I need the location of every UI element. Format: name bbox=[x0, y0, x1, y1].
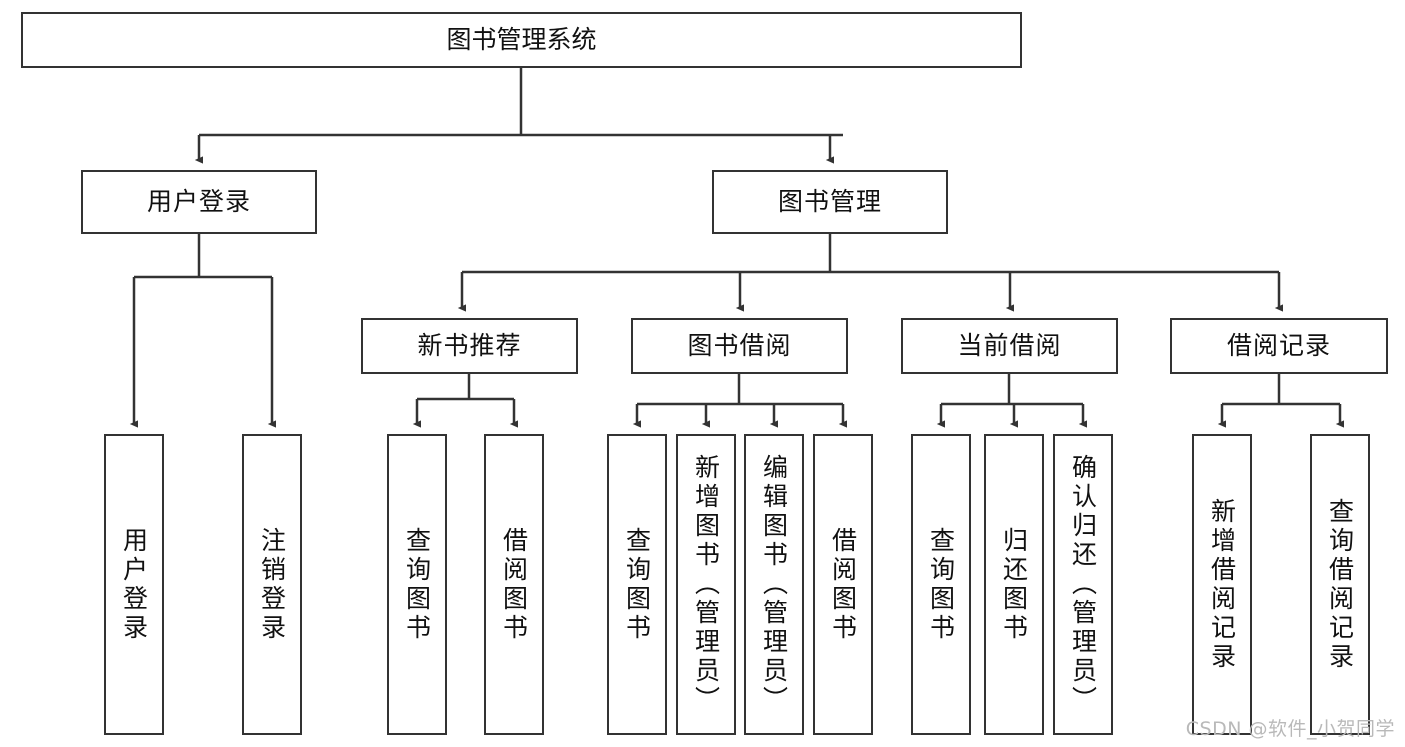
leaf-borrow-book-2-label: 借阅图书 bbox=[828, 526, 858, 643]
node-new-book-rec-label: 新书推荐 bbox=[417, 331, 522, 361]
leaf-user-login-label: 用户登录 bbox=[119, 526, 149, 643]
leaf-add-book[interactable]: 新增图书（管理员） bbox=[676, 434, 736, 735]
node-book-manage[interactable]: 图书管理 bbox=[712, 170, 948, 234]
leaf-edit-book[interactable]: 编辑图书（管理员） bbox=[744, 434, 804, 735]
node-book-borrow[interactable]: 图书借阅 bbox=[631, 318, 848, 374]
node-current-borrow-label: 当前借阅 bbox=[957, 331, 1062, 361]
leaf-add-record[interactable]: 新增借阅记录 bbox=[1192, 434, 1252, 735]
node-book-borrow-label: 图书借阅 bbox=[687, 331, 792, 361]
leaf-edit-book-label: 编辑图书（管理员） bbox=[759, 454, 789, 715]
leaf-borrow-book-2[interactable]: 借阅图书 bbox=[813, 434, 873, 735]
node-root-label: 图书管理系统 bbox=[446, 25, 597, 55]
watermark: CSDN @软件_小贺同学 bbox=[1185, 718, 1395, 740]
leaf-user-logout-label: 注销登录 bbox=[257, 526, 287, 643]
leaf-user-login[interactable]: 用户登录 bbox=[104, 434, 164, 735]
leaf-query-book-1[interactable]: 查询图书 bbox=[387, 434, 447, 735]
leaf-query-book-3-label: 查询图书 bbox=[926, 526, 956, 643]
node-root[interactable]: 图书管理系统 bbox=[21, 12, 1022, 68]
leaf-confirm-return[interactable]: 确认归还（管理员） bbox=[1053, 434, 1113, 735]
node-user-login-label: 用户登录 bbox=[146, 187, 251, 217]
node-new-book-rec[interactable]: 新书推荐 bbox=[361, 318, 578, 374]
leaf-query-book-2[interactable]: 查询图书 bbox=[607, 434, 667, 735]
leaf-query-record[interactable]: 查询借阅记录 bbox=[1310, 434, 1370, 735]
leaf-add-record-label: 新增借阅记录 bbox=[1207, 497, 1237, 672]
leaf-add-book-label: 新增图书（管理员） bbox=[691, 454, 721, 715]
node-user-login[interactable]: 用户登录 bbox=[81, 170, 317, 234]
leaf-borrow-book-1-label: 借阅图书 bbox=[499, 526, 529, 643]
leaf-confirm-return-label: 确认归还（管理员） bbox=[1068, 454, 1098, 715]
node-current-borrow[interactable]: 当前借阅 bbox=[901, 318, 1118, 374]
node-borrow-record[interactable]: 借阅记录 bbox=[1170, 318, 1388, 374]
leaf-return-book[interactable]: 归还图书 bbox=[984, 434, 1044, 735]
node-borrow-record-label: 借阅记录 bbox=[1226, 331, 1331, 361]
leaf-query-book-2-label: 查询图书 bbox=[622, 526, 652, 643]
leaf-user-logout[interactable]: 注销登录 bbox=[242, 434, 302, 735]
leaf-return-book-label: 归还图书 bbox=[999, 526, 1029, 643]
leaf-query-book-3[interactable]: 查询图书 bbox=[911, 434, 971, 735]
leaf-query-record-label: 查询借阅记录 bbox=[1325, 497, 1355, 672]
node-book-manage-label: 图书管理 bbox=[777, 187, 882, 217]
leaf-borrow-book-1[interactable]: 借阅图书 bbox=[484, 434, 544, 735]
leaf-query-book-1-label: 查询图书 bbox=[402, 526, 432, 643]
